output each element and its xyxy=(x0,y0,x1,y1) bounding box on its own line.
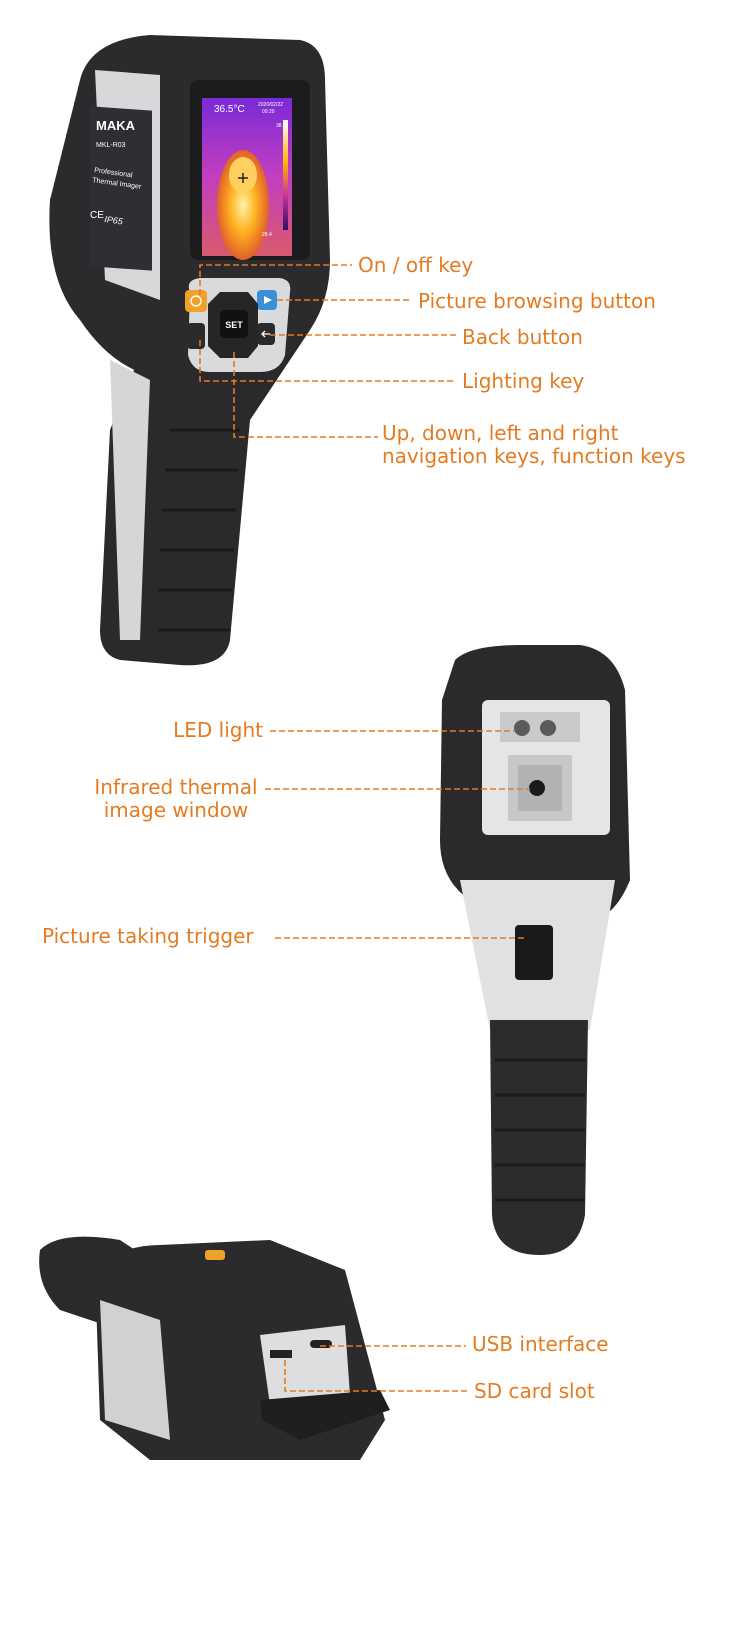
power-button[interactable] xyxy=(185,290,207,312)
label-navigation-keys-line1: Up, down, left and right xyxy=(382,421,619,445)
thermal-screen: 36.5°C 2020/02/22 09:20 38.8 28.4 xyxy=(202,98,292,260)
label-usb-interface: USB interface xyxy=(472,1332,609,1356)
label-infrared-window-line1: Infrared thermal xyxy=(94,775,257,799)
infrared-lens xyxy=(529,780,545,796)
front-device-image: MAKA MKL-R03 Professional Thermal Imager… xyxy=(49,35,330,666)
label-picture-taking-trigger: Picture taking trigger xyxy=(42,924,254,948)
set-label: SET xyxy=(225,320,243,330)
led-light xyxy=(514,720,530,736)
sd-card-slot xyxy=(270,1350,292,1358)
label-led-light: LED light xyxy=(173,718,263,742)
brand-logo: MAKA xyxy=(96,118,136,133)
back-device-image xyxy=(440,645,630,1255)
model-text: MKL-R03 xyxy=(96,142,126,149)
label-picture-browsing-button: Picture browsing button xyxy=(418,289,656,313)
label-sd-card-slot: SD card slot xyxy=(474,1379,595,1403)
usb-port xyxy=(310,1340,332,1348)
label-lighting-key: Lighting key xyxy=(462,369,584,393)
bottom-device-image xyxy=(39,1236,390,1460)
label-infrared-window-line2: image window xyxy=(104,798,249,822)
back-leader-lines xyxy=(265,730,530,939)
ce-mark: CE xyxy=(90,210,104,221)
ip-rating: IP65 xyxy=(104,214,125,227)
scale-min: 28.4 xyxy=(262,232,272,238)
screen-time: 09:20 xyxy=(262,109,275,115)
screen-date: 2020/02/22 xyxy=(258,102,283,108)
screen-temperature: 36.5°C xyxy=(214,104,245,115)
power-icon xyxy=(190,295,202,307)
back-arrow-icon xyxy=(261,330,270,338)
label-on-off-key: On / off key xyxy=(358,253,473,277)
set-button[interactable] xyxy=(220,310,248,338)
crosshair-icon xyxy=(238,173,248,183)
scale-max: 38.8 xyxy=(276,123,286,129)
lighting-button[interactable] xyxy=(187,323,205,349)
trigger xyxy=(515,925,553,980)
label-navigation-keys-line2: navigation keys, function keys xyxy=(382,444,686,468)
front-leader-lines xyxy=(199,264,456,438)
bottom-leader-lines xyxy=(284,1345,468,1392)
play-icon xyxy=(264,296,272,304)
label-back-button: Back button xyxy=(462,325,583,349)
